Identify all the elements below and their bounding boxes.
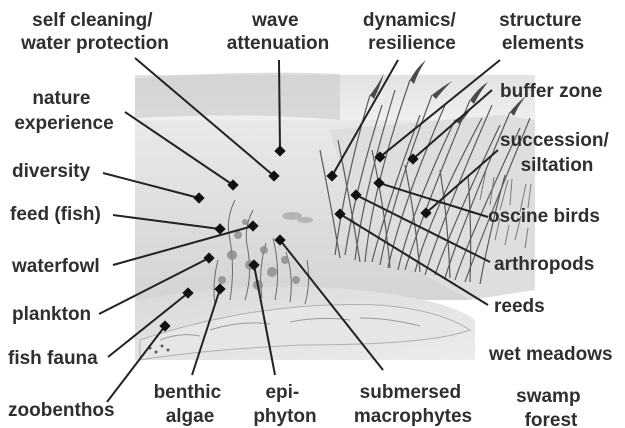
label-waterfowl: waterfowl [11, 256, 100, 277]
label-self-cleaning: self cleaning/ water protection [20, 10, 169, 54]
label-wave: wave attenuation [227, 10, 329, 54]
label-buffer: buffer zone [500, 81, 602, 102]
label-structure-line1: structure [499, 10, 581, 31]
label-benthic: benthic algae [154, 382, 227, 427]
label-swamp-line2: forest [525, 410, 578, 428]
label-succession-line1: succession/ [500, 130, 609, 151]
label-swamp: swamp forest [516, 386, 586, 428]
label-plankton: plankton [12, 304, 91, 325]
label-nature-line1: nature [32, 88, 90, 109]
label-reeds: reeds [494, 296, 545, 317]
label-wave-line2: attenuation [227, 33, 329, 54]
label-epiphyton-line1: epi- [265, 382, 299, 403]
label-dynamics: dynamics/ resilience [363, 10, 461, 54]
leader-wave [279, 60, 280, 151]
label-epiphyton-line2: phyton [253, 406, 316, 427]
label-dynamics-line2: resilience [368, 33, 456, 54]
label-nature-line2: experience [14, 113, 113, 134]
label-self-cleaning-line1: self cleaning/ [32, 10, 153, 31]
label-fish-fauna: fish fauna [8, 348, 98, 369]
label-succession-line2: siltation [521, 155, 594, 176]
label-structure: structure elements [499, 10, 587, 54]
label-zoobenthos: zoobenthos [8, 400, 115, 421]
label-feed: feed (fish) [10, 204, 101, 225]
label-diversity: diversity [12, 161, 91, 182]
label-benthic-line1: benthic [154, 382, 222, 403]
label-benthic-line2: algae [166, 406, 215, 427]
label-structure-line2: elements [502, 33, 584, 54]
label-submersed: submersed macrophytes [354, 382, 472, 427]
far-shore [135, 73, 340, 120]
label-submersed-line2: macrophytes [354, 406, 472, 427]
label-nature: nature experience [14, 88, 113, 134]
label-swamp-line1: swamp [516, 386, 580, 407]
label-dynamics-line1: dynamics/ [363, 10, 457, 31]
label-wave-line1: wave [251, 10, 298, 31]
label-oscine: oscine birds [488, 206, 600, 227]
label-submersed-line1: submersed [360, 382, 461, 403]
label-epiphyton: epi- phyton [253, 382, 316, 427]
label-wet-meadows: wet meadows [488, 344, 613, 365]
label-arthropods: arthropods [494, 254, 594, 275]
label-self-cleaning-line2: water protection [20, 33, 169, 54]
